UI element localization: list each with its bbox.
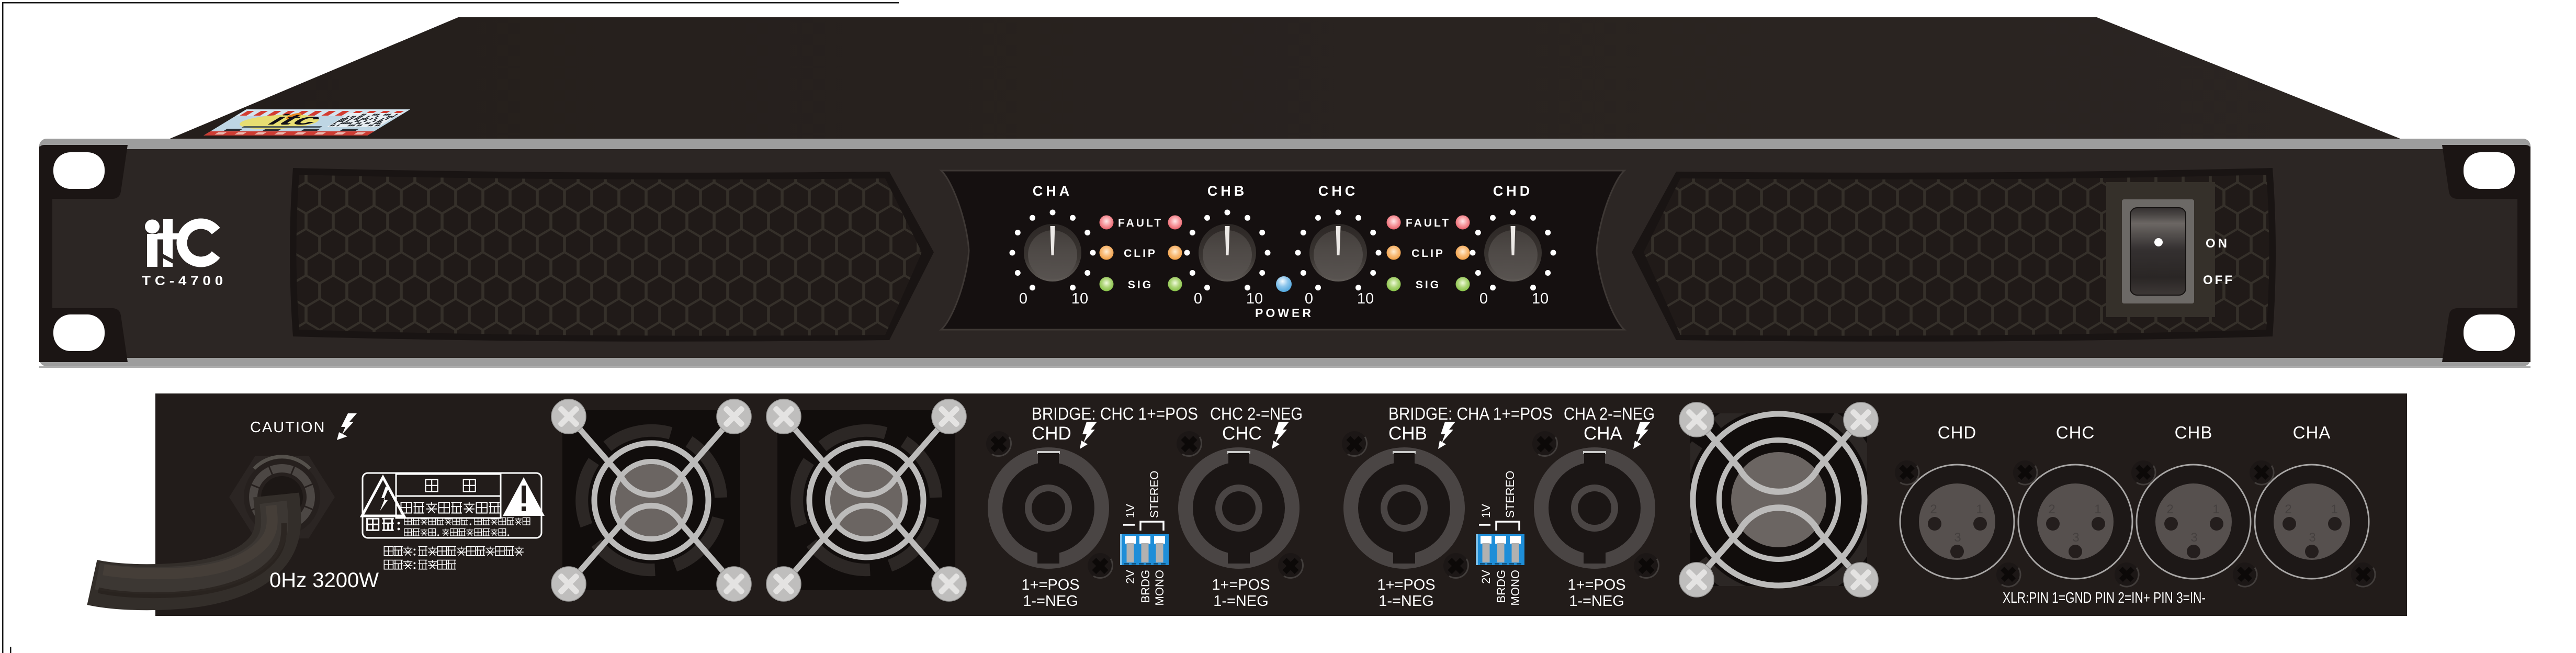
svg-text:1-=NEG: 1-=NEG [1569,593,1624,610]
svg-text:BRIDGE: CHC 1+=POS: BRIDGE: CHC 1+=POS [1032,404,1198,423]
svg-text:CAUTION: CAUTION [250,419,326,436]
svg-text:2V: 2V [1124,570,1137,584]
svg-text:MONO: MONO [1509,570,1522,605]
svg-text:CHC: CHC [1318,183,1359,199]
svg-text:BRDG: BRDG [1139,570,1152,603]
svg-text:0Hz 3200W: 0Hz 3200W [269,569,379,592]
svg-text:BRDG: BRDG [1495,570,1508,603]
svg-text:CHA: CHA [1033,183,1073,199]
svg-text:CHA 2-=NEG: CHA 2-=NEG [1564,404,1655,423]
svg-text:XLR:PIN 1=GND PIN 2=IN+ PIN 3=: XLR:PIN 1=GND PIN 2=IN+ PIN 3=IN- [2003,590,2206,606]
svg-text:0: 0 [1019,290,1027,307]
svg-text:2: 2 [2166,502,2173,516]
svg-text:STEREO: STEREO [1148,471,1161,518]
svg-text:POWER: POWER [1255,306,1314,320]
svg-text:10: 10 [1357,290,1374,307]
svg-text:1-=NEG: 1-=NEG [1023,593,1078,610]
svg-text:STEREO: STEREO [1504,471,1517,518]
svg-text:3: 3 [2309,531,2315,545]
svg-text:0: 0 [1194,290,1202,307]
svg-text:1: 1 [1976,502,1983,516]
svg-text:1+=POS: 1+=POS [1567,577,1625,593]
svg-text:2: 2 [1930,502,1937,516]
svg-text:3: 3 [2072,531,2079,545]
svg-text:10: 10 [1071,290,1088,307]
svg-text:CLIP: CLIP [1411,247,1445,260]
svg-text:3: 3 [1954,531,1961,545]
svg-text:2V: 2V [1479,570,1493,584]
svg-text:CHB: CHB [2175,423,2213,442]
svg-text:2: 2 [2285,502,2291,516]
svg-text:CHB: CHB [1207,183,1248,199]
svg-text:TC-4700: TC-4700 [142,274,227,288]
svg-text:ON: ON [2206,237,2230,251]
svg-text:10: 10 [1532,290,1549,307]
svg-text:1V: 1V [1124,504,1137,518]
svg-text:CHB: CHB [1388,423,1427,444]
svg-text:CHA: CHA [1584,423,1623,444]
svg-text:SIG: SIG [1128,279,1153,291]
svg-text:CLIP: CLIP [1124,247,1157,260]
svg-text:10: 10 [1246,290,1263,307]
svg-text:CHD: CHD [1032,423,1071,444]
svg-text:2: 2 [2048,502,2055,516]
svg-text:CHC 2-=NEG: CHC 2-=NEG [1210,404,1303,423]
svg-text:FAULT: FAULT [1406,217,1451,229]
svg-text:0: 0 [1479,290,1488,307]
svg-text:1-=NEG: 1-=NEG [1379,593,1434,610]
svg-text:OFF: OFF [2203,273,2234,287]
svg-text:MONO: MONO [1153,570,1166,605]
svg-text:1: 1 [2094,502,2101,516]
svg-text:SIG: SIG [1416,279,1441,291]
svg-text:1: 1 [2331,502,2337,516]
svg-text:1V: 1V [1479,504,1493,518]
svg-text:3: 3 [2190,531,2197,545]
svg-text:1+=POS: 1+=POS [1021,577,1079,593]
svg-text:BRIDGE: CHA 1+=POS: BRIDGE: CHA 1+=POS [1388,404,1553,423]
svg-text:0: 0 [1305,290,1313,307]
svg-text:1+=POS: 1+=POS [1377,577,1435,593]
svg-text:1-=NEG: 1-=NEG [1213,593,1269,610]
svg-text:CHA: CHA [2293,423,2331,442]
svg-text:CHC: CHC [1222,423,1262,444]
svg-text:FAULT: FAULT [1118,217,1163,229]
svg-text:CHD: CHD [1938,423,1977,442]
svg-text:CHC: CHC [2056,423,2095,442]
svg-text:1: 1 [2212,502,2219,516]
svg-text:CHD: CHD [1493,183,1533,199]
svg-text:1+=POS: 1+=POS [1212,577,1270,593]
